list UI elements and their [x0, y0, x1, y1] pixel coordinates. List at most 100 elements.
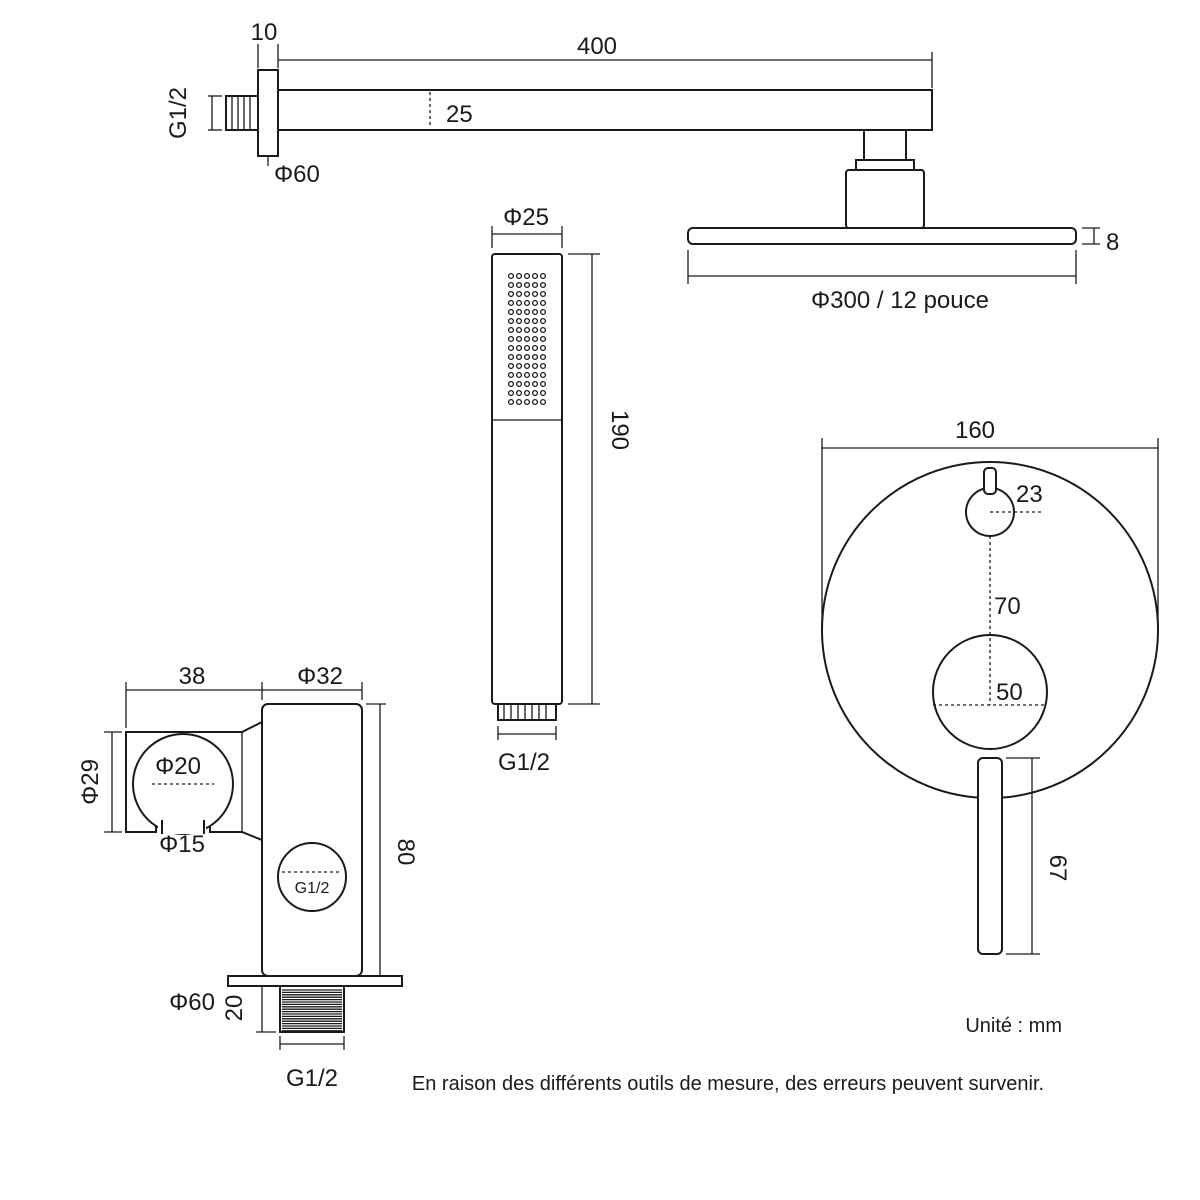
nozzle [523, 362, 531, 370]
holder-flange [227, 975, 403, 987]
head-diameter-label: Φ300 / 12 pouce [811, 287, 989, 314]
nozzle [523, 326, 531, 334]
nozzle [531, 335, 539, 343]
nozzle [507, 398, 515, 406]
nozzle [539, 326, 547, 334]
nozzle [515, 362, 523, 370]
nozzle [515, 353, 523, 361]
mixer-drawing: 160 23 70 50 67 [821, 417, 1159, 955]
knob-diameter-label: 23 [1016, 481, 1043, 508]
nozzle [507, 362, 515, 370]
nozzle [539, 398, 547, 406]
nozzle [507, 281, 515, 289]
thread-lines [282, 989, 342, 1032]
nozzle [539, 353, 547, 361]
nozzle [531, 362, 539, 370]
mixer-handle [977, 757, 1003, 955]
head-thickness-label: 8 [1106, 229, 1119, 256]
nozzle [523, 317, 531, 325]
arm-flange [257, 69, 279, 157]
nozzle [531, 290, 539, 298]
arm-thread-label: G1/2 [165, 87, 192, 139]
head-neck [863, 129, 907, 161]
nozzle [523, 398, 531, 406]
holder-body [261, 703, 363, 977]
nozzle [507, 353, 515, 361]
nozzle [523, 272, 531, 280]
disclaimer-note: En raison des différents outils de mesur… [412, 1073, 1044, 1095]
nozzle [523, 308, 531, 316]
arm-tube [277, 89, 933, 131]
knob-spacing-label: 70 [994, 593, 1021, 620]
nozzle [515, 299, 523, 307]
head-joint [845, 169, 925, 229]
shower-arm-drawing: 10 400 25 G1/2 Φ60 [165, 19, 933, 188]
nozzle [539, 272, 547, 280]
nozzle [515, 317, 523, 325]
arm-thread [225, 95, 259, 131]
nozzle [507, 335, 515, 343]
nozzle [539, 317, 547, 325]
cradle-height-label: Φ29 [77, 759, 104, 805]
nozzle [515, 371, 523, 379]
holder-width-label: 38 [179, 663, 206, 690]
nozzle [507, 272, 515, 280]
nozzle [539, 380, 547, 388]
bottom-thread-label: G1/2 [286, 1065, 338, 1092]
mixer-diameter-label: 160 [955, 417, 995, 444]
nozzle [531, 398, 539, 406]
nozzle [507, 371, 515, 379]
hand-shower-length-label: 190 [606, 410, 633, 450]
nozzle [539, 290, 547, 298]
nozzle [523, 380, 531, 388]
shower-head-drawing: 8 Φ300 / 12 pouce [687, 129, 1119, 314]
body-diameter-label: 50 [996, 679, 1023, 706]
outlet-thread-label: G1/2 [295, 880, 330, 897]
nozzle [531, 389, 539, 397]
nozzle [539, 344, 547, 352]
nozzle [515, 290, 523, 298]
nozzle [523, 299, 531, 307]
holder-drawing: 38 Φ32 Φ29 Φ20 Φ15 80 G1/2 Φ60 20 G1/2 [77, 663, 419, 1092]
nozzle [523, 353, 531, 361]
nozzle [507, 326, 515, 334]
nozzle [523, 290, 531, 298]
nozzle [515, 398, 523, 406]
spray-nozzles [507, 272, 547, 406]
nozzle [531, 344, 539, 352]
cradle-diameter-label: Φ20 [155, 753, 201, 780]
hand-shower-drawing: Φ25 190 G1/2 [491, 204, 633, 776]
slot-diameter-label: Φ15 [159, 831, 205, 858]
hand-shower-thread-label: G1/2 [498, 749, 550, 776]
nozzle [507, 317, 515, 325]
hand-shower-diameter-label: Φ25 [503, 204, 549, 231]
thread-length-label: 20 [221, 995, 248, 1022]
nozzle [523, 335, 531, 343]
nozzle [539, 362, 547, 370]
nozzle [515, 272, 523, 280]
nozzle [515, 380, 523, 388]
holder-cradle [125, 720, 263, 842]
nozzle [507, 380, 515, 388]
arm-length-label: 400 [577, 33, 617, 60]
nozzle [523, 371, 531, 379]
nozzle [523, 389, 531, 397]
nozzle [515, 389, 523, 397]
arm-flange-diameter-label: Φ60 [274, 161, 320, 188]
nozzle [515, 308, 523, 316]
nozzle [531, 380, 539, 388]
nozzle [531, 326, 539, 334]
head-plate [687, 227, 1077, 245]
holder-thread [279, 985, 345, 1033]
nozzle [515, 326, 523, 334]
nozzle [515, 344, 523, 352]
nozzle [507, 389, 515, 397]
unit-note: Unité : mm [965, 1015, 1062, 1037]
nozzle [539, 371, 547, 379]
holder-height-label: 80 [392, 839, 419, 866]
nozzle [531, 371, 539, 379]
nozzle [523, 281, 531, 289]
arm-flange-width-label: 10 [251, 19, 278, 46]
nozzle [539, 281, 547, 289]
